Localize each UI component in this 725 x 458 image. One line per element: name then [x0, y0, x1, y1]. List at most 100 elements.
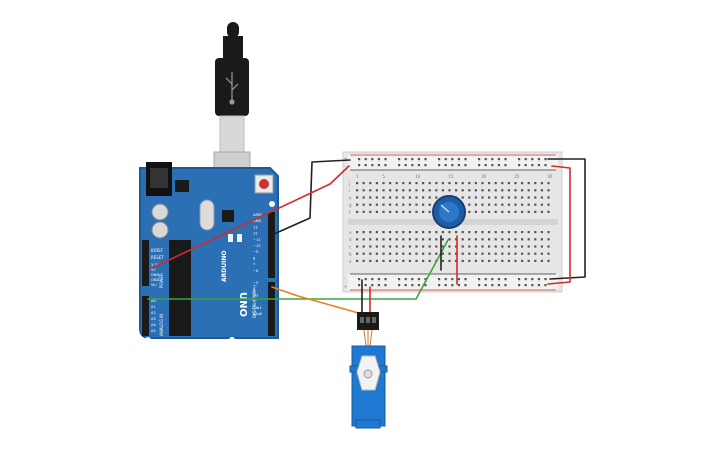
breadboard-hole[interactable]	[428, 259, 431, 262]
breadboard-hole[interactable]	[540, 203, 543, 206]
wire-orange-pwm[interactable]	[271, 286, 363, 315]
breadboard-hole[interactable]	[398, 284, 401, 287]
breadboard-hole[interactable]	[514, 231, 517, 234]
breadboard-hole[interactable]	[501, 245, 504, 248]
breadboard-hole[interactable]	[488, 210, 491, 213]
breadboard-hole[interactable]	[428, 182, 431, 185]
breadboard-hole[interactable]	[364, 284, 367, 287]
breadboard-hole[interactable]	[428, 196, 431, 199]
breadboard-hole[interactable]	[534, 189, 537, 192]
breadboard-hole[interactable]	[501, 238, 504, 241]
breadboard-hole[interactable]	[534, 231, 537, 234]
breadboard-hole[interactable]	[507, 259, 510, 262]
breadboard-hole[interactable]	[468, 259, 471, 262]
breadboard-hole[interactable]	[481, 189, 484, 192]
breadboard-hole[interactable]	[369, 259, 372, 262]
breadboard-hole[interactable]	[417, 164, 420, 167]
breadboard-hole[interactable]	[484, 158, 487, 161]
breadboard-hole[interactable]	[435, 189, 438, 192]
breadboard-hole[interactable]	[514, 210, 517, 213]
breadboard-hole[interactable]	[484, 278, 487, 281]
breadboard-hole[interactable]	[362, 238, 365, 241]
breadboard-hole[interactable]	[408, 196, 411, 199]
breadboard-hole[interactable]	[451, 284, 454, 287]
breadboard-hole[interactable]	[448, 189, 451, 192]
breadboard-hole[interactable]	[521, 231, 524, 234]
breadboard-hole[interactable]	[389, 231, 392, 234]
breadboard-hole[interactable]	[356, 245, 359, 248]
breadboard-hole[interactable]	[547, 189, 550, 192]
breadboard-hole[interactable]	[362, 182, 365, 185]
breadboard-hole[interactable]	[358, 158, 361, 161]
breadboard-hole[interactable]	[441, 231, 444, 234]
breadboard-hole[interactable]	[481, 259, 484, 262]
breadboard-hole[interactable]	[424, 284, 427, 287]
breadboard-hole[interactable]	[428, 245, 431, 248]
breadboard-hole[interactable]	[494, 238, 497, 241]
breadboard-hole[interactable]	[507, 231, 510, 234]
breadboard-hole[interactable]	[364, 158, 367, 161]
breadboard-hole[interactable]	[514, 245, 517, 248]
breadboard-hole[interactable]	[468, 245, 471, 248]
breadboard-hole[interactable]	[494, 203, 497, 206]
breadboard-hole[interactable]	[507, 203, 510, 206]
breadboard-hole[interactable]	[384, 158, 387, 161]
breadboard-hole[interactable]	[389, 238, 392, 241]
breadboard-hole[interactable]	[408, 210, 411, 213]
breadboard-hole[interactable]	[428, 189, 431, 192]
breadboard-hole[interactable]	[422, 259, 425, 262]
breadboard-hole[interactable]	[544, 158, 547, 161]
breadboard-hole[interactable]	[461, 238, 464, 241]
breadboard-hole[interactable]	[478, 164, 481, 167]
digital-header-low[interactable]	[268, 282, 275, 336]
breadboard-hole[interactable]	[356, 259, 359, 262]
breadboard-hole[interactable]	[408, 203, 411, 206]
breadboard-hole[interactable]	[362, 196, 365, 199]
breadboard-hole[interactable]	[398, 278, 401, 281]
breadboard-hole[interactable]	[518, 158, 521, 161]
breadboard-hole[interactable]	[362, 210, 365, 213]
breadboard-hole[interactable]	[441, 245, 444, 248]
breadboard-hole[interactable]	[521, 189, 524, 192]
breadboard-hole[interactable]	[461, 182, 464, 185]
breadboard-hole[interactable]	[468, 182, 471, 185]
breadboard-hole[interactable]	[417, 158, 420, 161]
breadboard-hole[interactable]	[371, 284, 374, 287]
breadboard-hole[interactable]	[451, 278, 454, 281]
breadboard-hole[interactable]	[382, 231, 385, 234]
breadboard-hole[interactable]	[540, 196, 543, 199]
breadboard-hole[interactable]	[428, 238, 431, 241]
breadboard-hole[interactable]	[514, 252, 517, 255]
breadboard-hole[interactable]	[382, 238, 385, 241]
breadboard-hole[interactable]	[356, 203, 359, 206]
breadboard-hole[interactable]	[488, 245, 491, 248]
breadboard-hole[interactable]	[468, 189, 471, 192]
breadboard-hole[interactable]	[488, 259, 491, 262]
breadboard-hole[interactable]	[364, 278, 367, 281]
breadboard-hole[interactable]	[382, 252, 385, 255]
breadboard-hole[interactable]	[474, 182, 477, 185]
breadboard-hole[interactable]	[468, 231, 471, 234]
breadboard-hole[interactable]	[415, 210, 418, 213]
breadboard-hole[interactable]	[395, 189, 398, 192]
breadboard-hole[interactable]	[540, 238, 543, 241]
breadboard-hole[interactable]	[362, 189, 365, 192]
breadboard-hole[interactable]	[375, 245, 378, 248]
breadboard-hole[interactable]	[514, 196, 517, 199]
breadboard-hole[interactable]	[382, 245, 385, 248]
breadboard-hole[interactable]	[395, 238, 398, 241]
breadboard-hole[interactable]	[375, 238, 378, 241]
breadboard-hole[interactable]	[534, 259, 537, 262]
breadboard-hole[interactable]	[411, 164, 414, 167]
breadboard-hole[interactable]	[415, 245, 418, 248]
breadboard-hole[interactable]	[422, 203, 425, 206]
breadboard-hole[interactable]	[507, 210, 510, 213]
breadboard-hole[interactable]	[404, 278, 407, 281]
breadboard-hole[interactable]	[497, 278, 500, 281]
breadboard-hole[interactable]	[382, 196, 385, 199]
breadboard-hole[interactable]	[389, 259, 392, 262]
breadboard-hole[interactable]	[514, 259, 517, 262]
breadboard-hole[interactable]	[507, 252, 510, 255]
breadboard-hole[interactable]	[537, 158, 540, 161]
breadboard-hole[interactable]	[504, 278, 507, 281]
